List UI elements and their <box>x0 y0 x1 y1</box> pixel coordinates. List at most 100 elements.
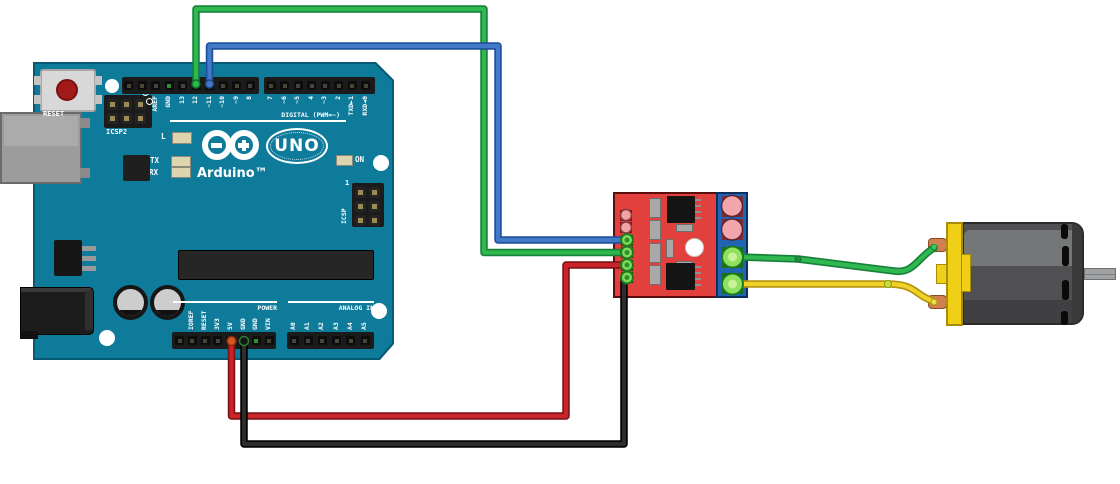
pin-hole <box>334 338 339 343</box>
pin-hole <box>348 338 353 343</box>
terminal-pad <box>722 246 743 268</box>
pin-hole <box>363 83 368 88</box>
pin-label: ~3 <box>320 96 328 104</box>
pin-hole <box>138 115 143 121</box>
pin-label: ~5 <box>293 96 301 104</box>
resistor <box>649 265 661 285</box>
ic-pin <box>695 217 701 219</box>
reset-button-cap[interactable] <box>56 79 78 101</box>
regulator-leg <box>82 266 96 271</box>
icsp-pin <box>135 98 146 110</box>
header-pin <box>175 336 184 345</box>
icsp-pin <box>121 98 132 110</box>
header-pin <box>266 81 276 90</box>
led-l-label: L <box>161 132 166 141</box>
pin-hole <box>177 338 182 343</box>
power-caption: POWER <box>257 304 277 312</box>
header-pin <box>280 81 289 90</box>
jack-highlight <box>21 288 91 292</box>
reset-button[interactable] <box>40 69 96 112</box>
header-pin <box>361 81 370 90</box>
terminal-pad <box>721 195 743 217</box>
mounting-hole <box>371 303 387 319</box>
terminal-hole <box>932 242 937 248</box>
icsp2-label: ICSP2 <box>106 128 128 136</box>
motor-terminal-bottom <box>928 295 947 309</box>
ic-pin <box>695 272 701 274</box>
pin-hole <box>203 338 208 343</box>
icsp-pin <box>121 112 132 124</box>
motor-shaft <box>1084 268 1116 280</box>
uno-oval: UNO <box>266 128 328 164</box>
header-pin <box>245 81 255 90</box>
ic-pin <box>695 284 701 286</box>
pin-label: A1 <box>303 322 312 330</box>
usb-connector <box>0 112 82 184</box>
pin-label: GND <box>164 96 172 108</box>
pin-label: GND <box>238 318 247 330</box>
header-pin <box>187 336 197 345</box>
pin-hole <box>323 83 327 88</box>
pin-hole <box>269 83 273 88</box>
icsp-pin <box>369 200 380 212</box>
pin-label: ~10 <box>218 96 226 108</box>
motor-vent <box>1062 280 1069 300</box>
analog-caption-line <box>288 301 374 303</box>
icsp-pin1-label: 1 <box>345 179 350 187</box>
ic-pin <box>695 278 701 280</box>
pin-hole <box>267 338 272 343</box>
capacitor <box>113 285 148 320</box>
driver-pin-pad <box>620 234 633 246</box>
pin-label: VIN <box>264 318 273 330</box>
header-pin <box>151 81 160 90</box>
header-pin <box>226 336 236 345</box>
power-caption-line <box>173 301 277 303</box>
resistor <box>666 239 674 258</box>
pin-hole <box>372 203 377 209</box>
resistor <box>649 243 661 263</box>
led-rx <box>171 167 191 178</box>
led-rx-label: RX <box>149 168 159 177</box>
digital-caption-line <box>170 120 346 122</box>
driver-ic <box>667 196 695 223</box>
motor-cap-inner <box>961 254 971 292</box>
pin-label: A5 <box>360 322 368 330</box>
icsp2-header <box>104 95 152 128</box>
arduino-brand-label: Arduino™ <box>197 166 268 181</box>
driver-pin-pad <box>620 221 632 233</box>
pin-label: A2 <box>317 322 326 330</box>
connection-dot <box>794 255 802 263</box>
motor-body-highlight <box>964 230 1078 266</box>
logo-plus-v <box>241 139 246 151</box>
mounting-hole <box>99 330 115 346</box>
terminal-hole <box>932 299 937 305</box>
pin-hole <box>254 338 259 343</box>
header-pin <box>320 81 330 90</box>
header-pin <box>218 81 228 90</box>
pin-hole <box>358 203 363 209</box>
pin-hole <box>207 83 212 88</box>
reset-button-tab <box>95 76 102 85</box>
motor-terminal-top <box>928 238 947 252</box>
motor-vent <box>1062 246 1069 266</box>
icsp-pin <box>355 214 366 226</box>
analog-header <box>287 332 374 349</box>
header-pin <box>334 81 343 90</box>
resistor <box>676 224 693 232</box>
pin-hole <box>248 83 252 88</box>
resistor <box>649 220 661 240</box>
pin-hole <box>296 83 300 88</box>
icsp-pin <box>355 200 366 212</box>
resistor <box>649 198 661 218</box>
pin-hole <box>292 338 296 343</box>
pin-hole <box>358 189 363 195</box>
usb-tab-bottom <box>80 168 90 178</box>
pin-hole <box>320 338 325 343</box>
icsp-pin <box>107 112 118 124</box>
regulator-leg <box>82 246 96 251</box>
wire-driver-to-motor-b <box>737 281 937 305</box>
header-pin <box>332 336 342 345</box>
pin-hole <box>221 83 225 88</box>
header-pin <box>213 336 223 345</box>
